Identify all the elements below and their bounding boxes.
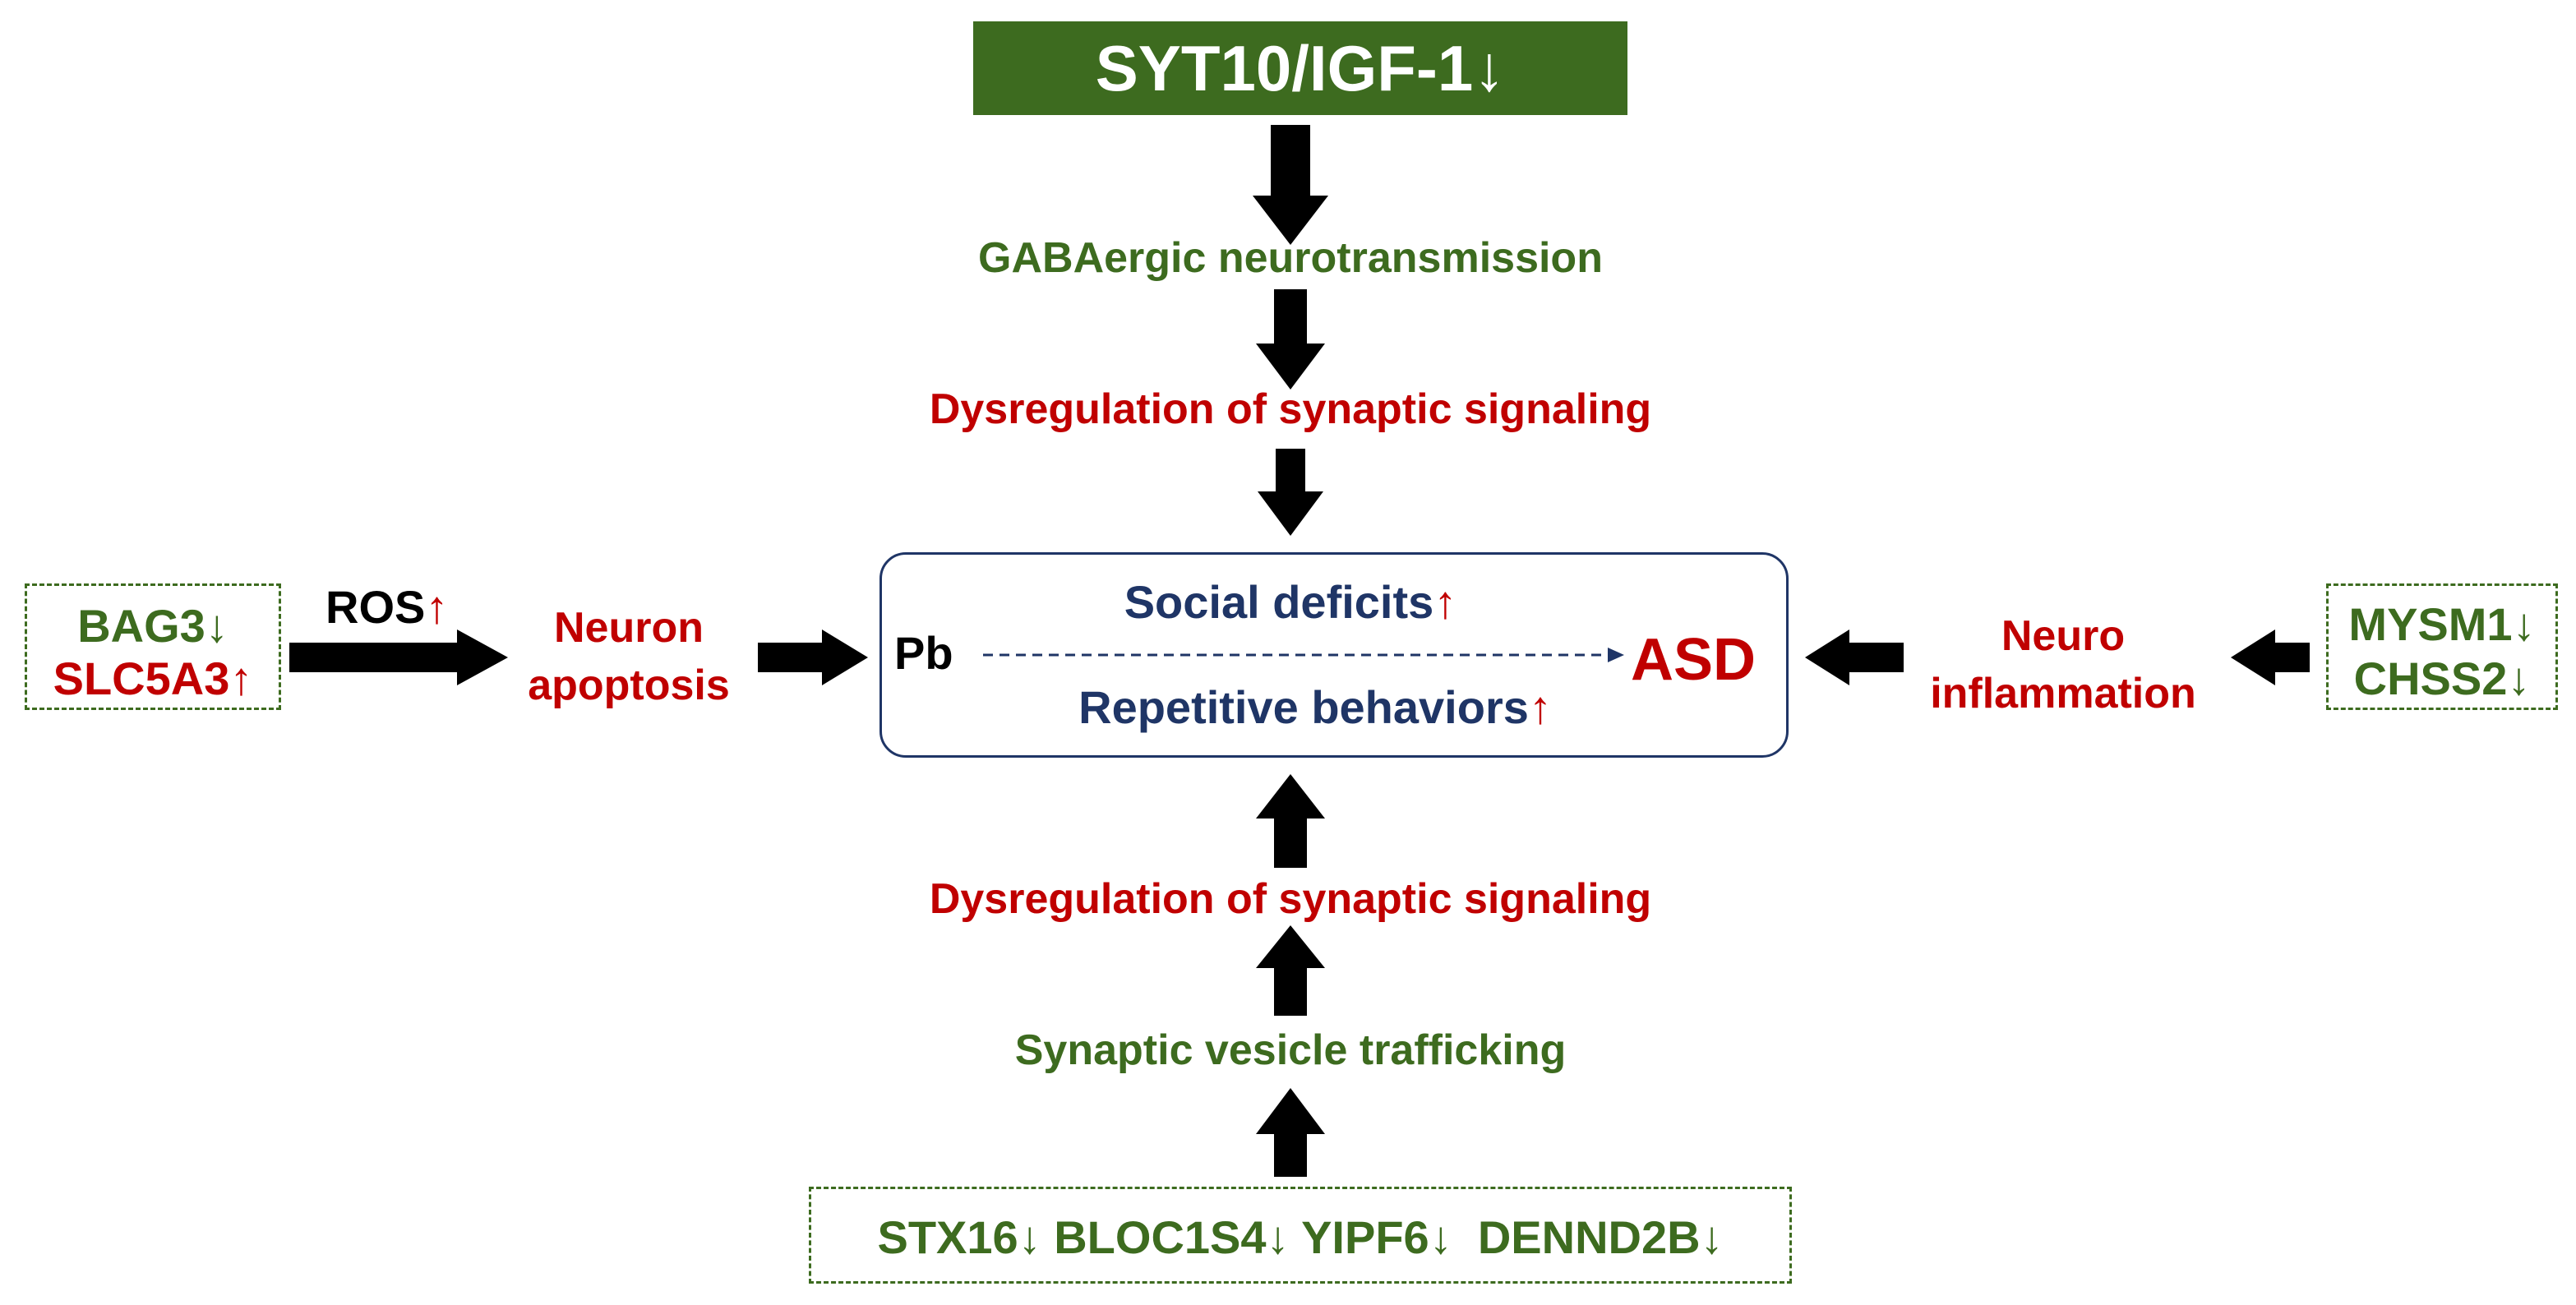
pb-to-asd-arrowhead xyxy=(1608,648,1624,662)
bottom-genes-box: STX16↓ BLOC1S4↓ YIPF6↓ DENND2B↓ xyxy=(809,1187,1792,1284)
asd-label: ASD xyxy=(1631,627,1757,693)
arrow-down-3 xyxy=(1258,449,1323,536)
arrow-down-1 xyxy=(1253,125,1328,245)
social-deficits-label: Social deficits xyxy=(1124,576,1434,628)
bottom-genes-row: STX16↓ BLOC1S4↓ YIPF6↓ DENND2B↓ xyxy=(811,1210,1789,1264)
down-arrow-icon: ↓ xyxy=(1266,1211,1290,1263)
arrow-down-2 xyxy=(1256,289,1325,390)
neuro-line2: inflammation xyxy=(1930,670,2196,717)
up-arrow-icon: ↑ xyxy=(229,652,253,704)
pb-label: Pb xyxy=(894,627,953,679)
gene-yipf6: YIPF6↓ xyxy=(1301,1211,1452,1263)
gene-dennd2b: DENND2B↓ xyxy=(1478,1211,1724,1263)
social-deficits: Social deficits↑ xyxy=(1044,575,1537,629)
down-arrow-icon: ↓ xyxy=(205,600,229,652)
up-arrow-icon: ↑ xyxy=(1528,681,1552,733)
gene-name: STX16 xyxy=(877,1211,1018,1263)
arrow-up-2 xyxy=(1256,925,1325,1016)
syt10-igf1-label: SYT10/IGF-1 xyxy=(1095,31,1474,104)
gene-mysm1: MYSM1↓ xyxy=(2329,597,2555,651)
down-arrow-icon: ↓ xyxy=(1429,1211,1452,1263)
pb-asd-box xyxy=(879,552,1789,758)
gene-stx16: STX16↓ xyxy=(877,1211,1041,1263)
up-arrow-icon: ↑ xyxy=(425,581,449,633)
gene-slc5a3: SLC5A3↑ xyxy=(27,652,279,705)
neuron-line2: apoptosis xyxy=(528,662,730,709)
arrow-up-1 xyxy=(1256,774,1325,868)
arrow-right-neuron xyxy=(758,629,868,685)
right-genes-box: MYSM1↓ CHSS2↓ xyxy=(2326,583,2558,710)
gene-bag3: BAG3↓ xyxy=(27,599,279,652)
syt10-igf1-box: SYT10/IGF-1↓ xyxy=(973,21,1627,115)
neuro-line1: Neuro xyxy=(2001,612,2126,660)
neuron-line1: Neuron xyxy=(554,604,704,652)
synaptic-vesicle-trafficking: Synaptic vesicle trafficking xyxy=(1014,1026,1567,1074)
gene-name: CHSS2 xyxy=(2353,652,2508,704)
down-arrow-icon: ↓ xyxy=(1473,31,1506,104)
up-arrow-icon: ↑ xyxy=(1433,576,1457,628)
down-arrow-icon: ↓ xyxy=(1700,1211,1724,1263)
gene-chss2: CHSS2↓ xyxy=(2329,652,2555,705)
gene-name: DENND2B xyxy=(1477,1211,1701,1263)
bottom-dysregulation-synaptic-signaling: Dysregulation of synaptic signaling xyxy=(929,875,1652,923)
down-arrow-icon: ↓ xyxy=(2507,652,2531,704)
gene-name: MYSM1 xyxy=(2348,598,2513,650)
gene-bloc1s4: BLOC1S4↓ xyxy=(1054,1211,1289,1263)
ros-text: ROS xyxy=(325,581,426,633)
arrow-up-3 xyxy=(1256,1088,1325,1177)
left-genes-box: BAG3↓ SLC5A3↑ xyxy=(25,583,281,710)
gabaergic-neurotransmission: GABAergic neurotransmission xyxy=(978,234,1603,282)
ros-label: ROS↑ xyxy=(325,580,448,634)
gene-name: BLOC1S4 xyxy=(1054,1211,1267,1263)
arrow-right-ros xyxy=(289,629,508,685)
arrow-left-inflammation xyxy=(1805,629,1904,685)
repetitive-behaviors-label: Repetitive behaviors xyxy=(1078,681,1529,733)
down-arrow-icon: ↓ xyxy=(2512,598,2536,650)
arrow-left-genes xyxy=(2231,629,2310,685)
gene-name: SLC5A3 xyxy=(53,652,230,704)
repetitive-behaviors: Repetitive behaviors↑ xyxy=(1003,680,1627,734)
down-arrow-icon: ↓ xyxy=(1018,1211,1041,1263)
gene-name: BAG3 xyxy=(77,600,205,652)
gene-name: YIPF6 xyxy=(1301,1211,1429,1263)
top-dysregulation-synaptic-signaling: Dysregulation of synaptic signaling xyxy=(929,385,1652,433)
